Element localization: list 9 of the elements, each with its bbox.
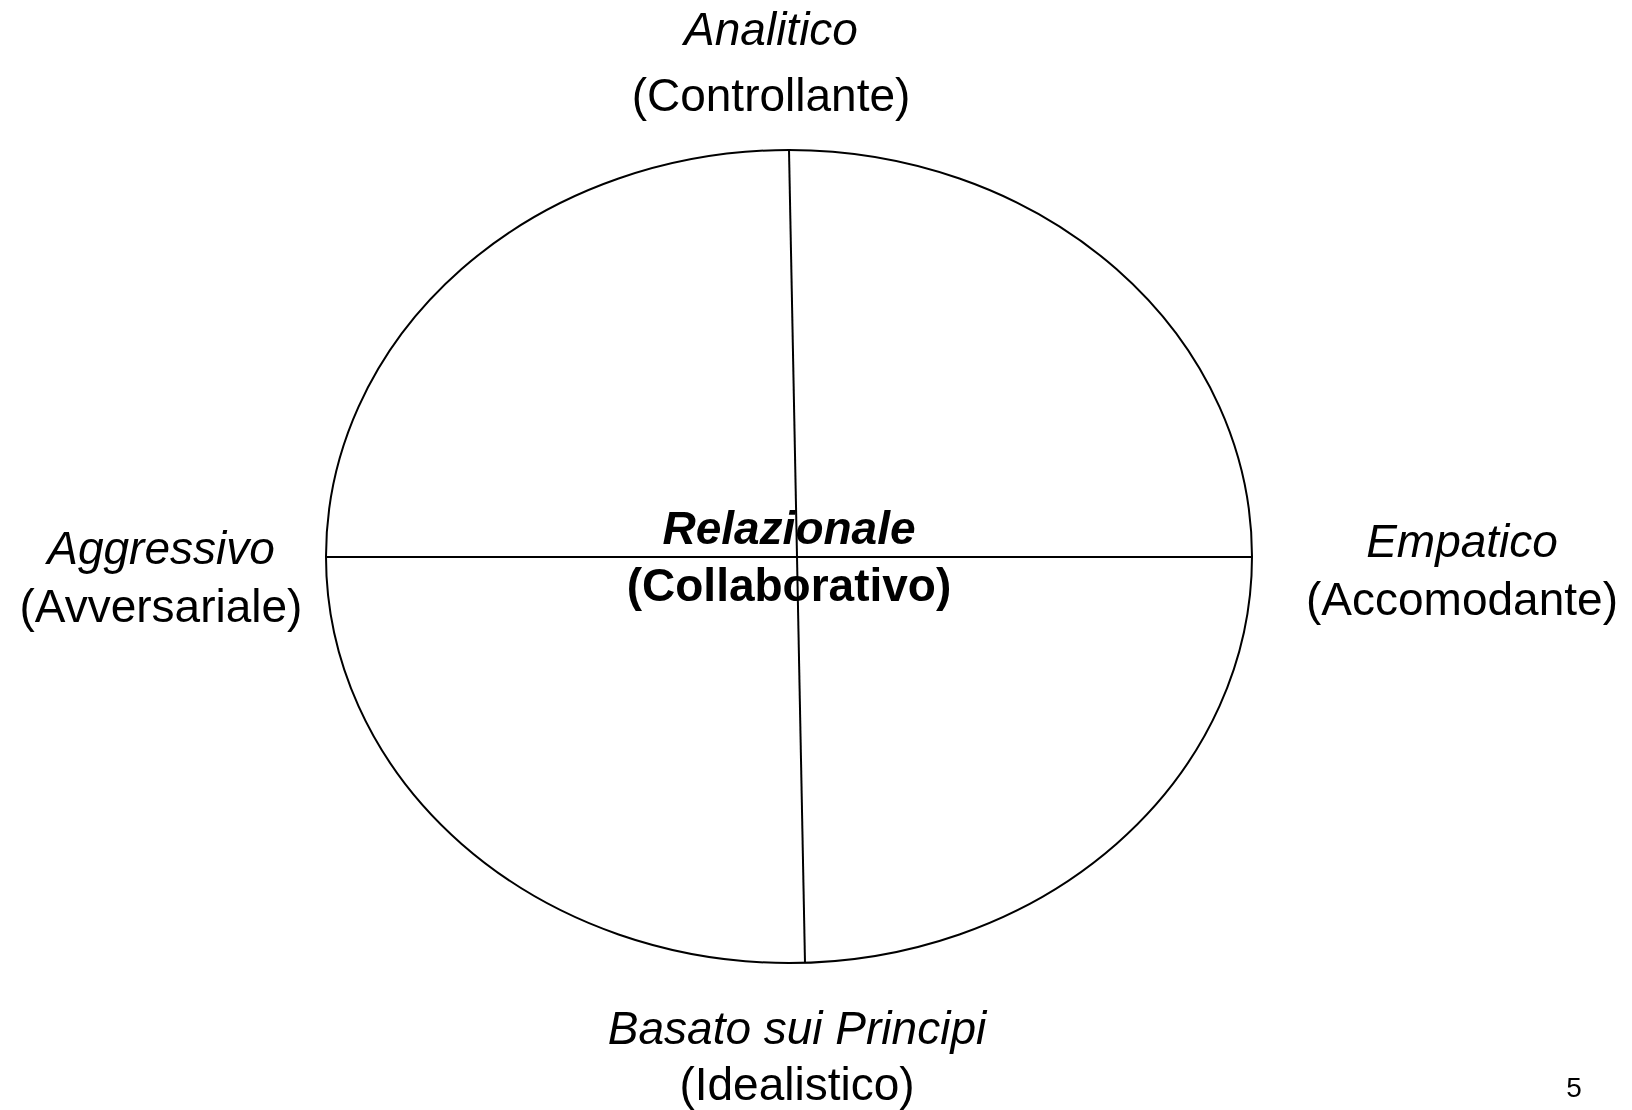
style-label: (Avversariale) (19, 579, 303, 633)
style-label: Aggressivo (47, 521, 275, 575)
style-label: (Accomodante) (1306, 572, 1618, 626)
style-label: Analitico (684, 2, 858, 56)
page-number: 5 (1566, 1072, 1582, 1104)
style-label: (Idealistico) (679, 1057, 915, 1110)
style-label: (Controllante) (631, 68, 911, 122)
style-label: Empatico (1366, 514, 1558, 568)
style-label: Basato sui Principi (607, 1001, 987, 1055)
